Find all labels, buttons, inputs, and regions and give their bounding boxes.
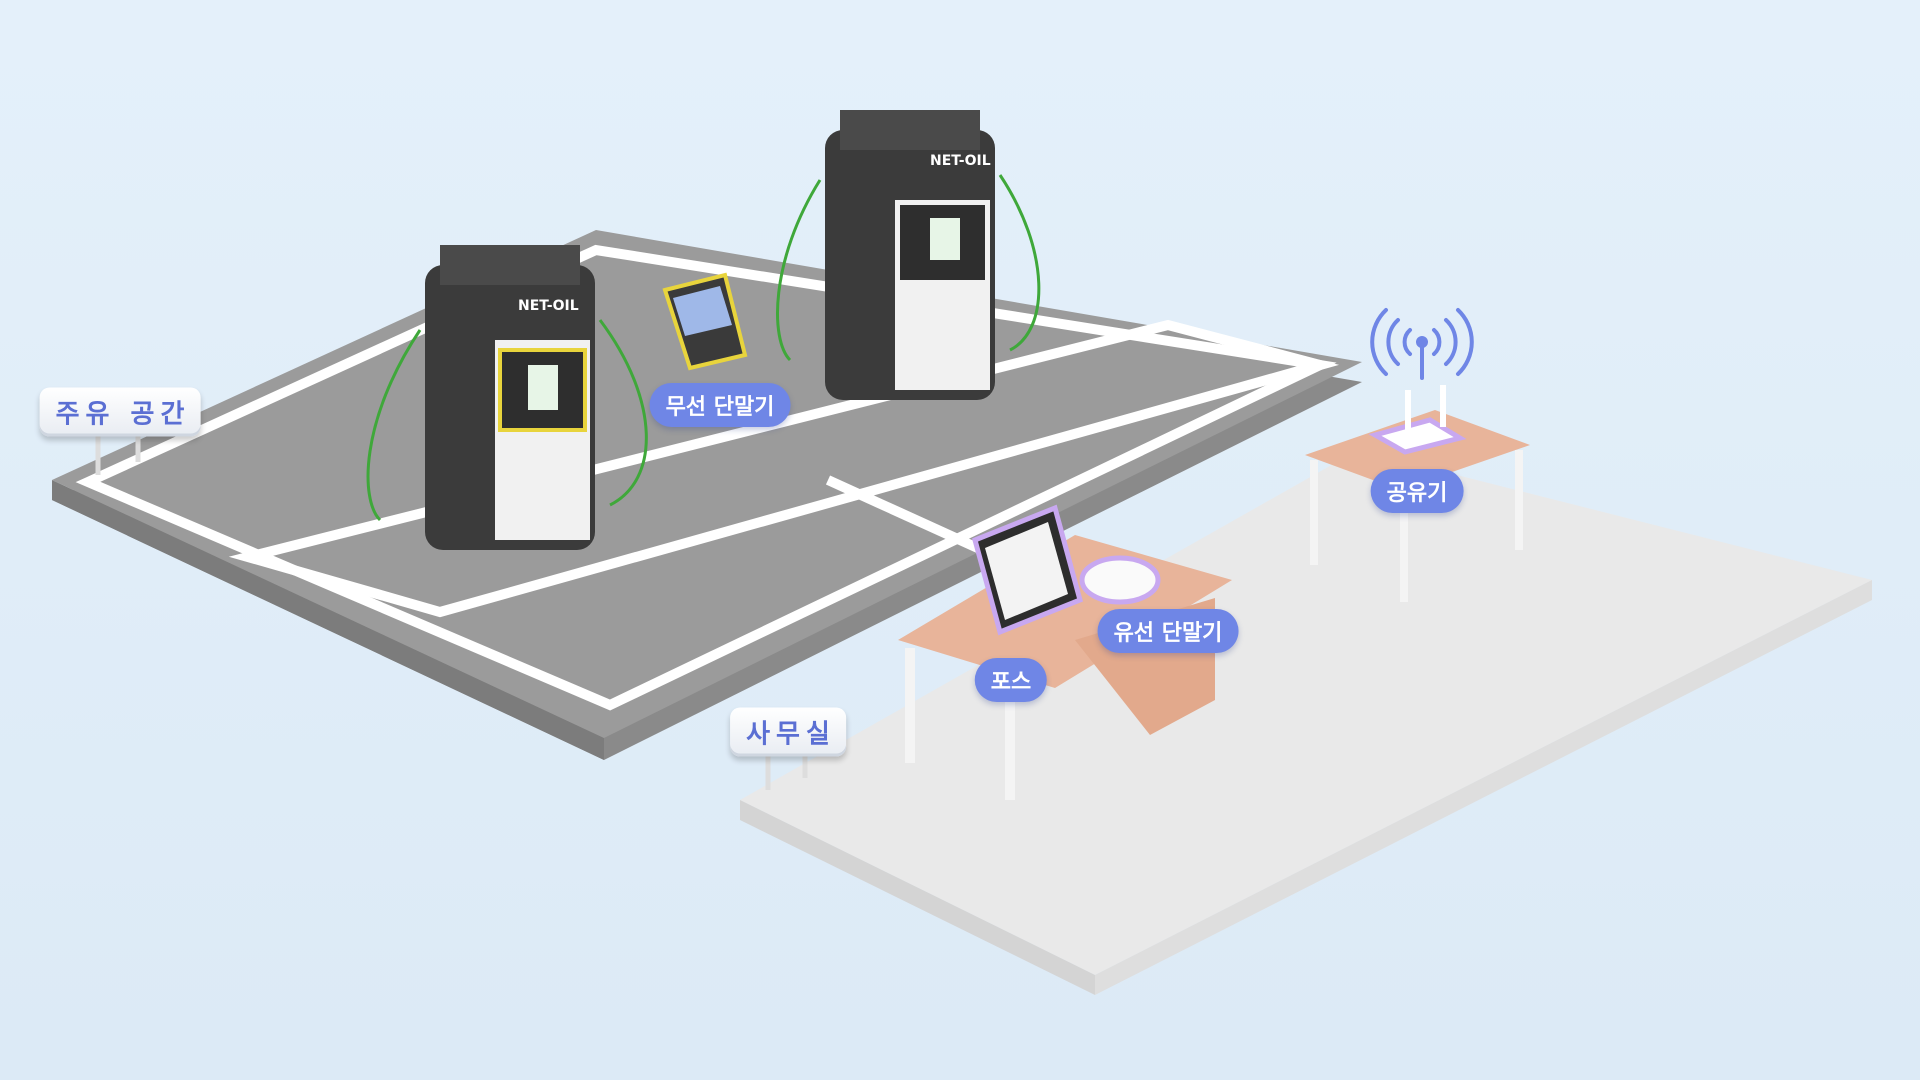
card-terminal-icon [662, 272, 748, 371]
pump-2-brand: NET-OIL [930, 153, 991, 169]
pos-label: 포스 [974, 658, 1048, 702]
router-label: 공유기 [1370, 469, 1464, 513]
fuel-area-sign: 주유 공간 [39, 387, 201, 437]
card-terminal-icon [1079, 555, 1161, 605]
fuel-area-floor [52, 230, 1362, 760]
router-icon [1368, 385, 1467, 455]
wifi-signal-icon [1370, 308, 1474, 380]
pos-monitor-icon [972, 504, 1083, 636]
fuel-pump-icon: NET-OIL [366, 245, 648, 550]
pump-1-brand: NET-OIL [518, 298, 579, 314]
office-floor [740, 450, 1872, 995]
fuel-pump-icon: NET-OIL [776, 110, 1041, 400]
wireless-terminal-label: 무선 단말기 [649, 383, 791, 427]
wired-terminal-label: 유선 단말기 [1097, 609, 1239, 653]
office-sign: 사무실 [730, 707, 846, 757]
